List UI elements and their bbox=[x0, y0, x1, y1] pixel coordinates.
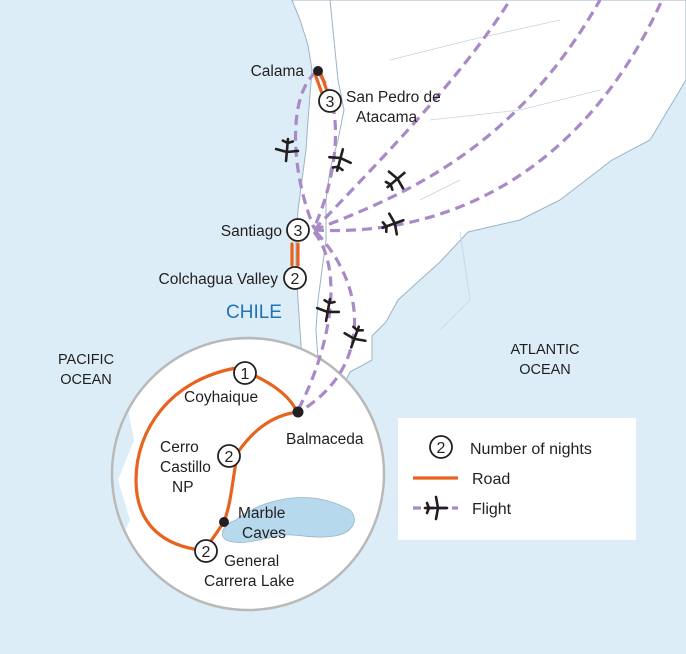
svg-text:2: 2 bbox=[225, 449, 234, 466]
nights-badge-general-carrera: 2 bbox=[194, 539, 218, 563]
svg-text:2: 2 bbox=[437, 440, 446, 457]
country-label-chile: CHILE bbox=[226, 302, 282, 323]
calama-dot bbox=[313, 66, 323, 76]
label-santiago: Santiago bbox=[221, 223, 282, 240]
inset-land bbox=[112, 340, 384, 610]
label-cerro-castillo-3: NP bbox=[172, 479, 194, 496]
nights-badge-colchagua: 2 bbox=[283, 266, 307, 290]
svg-text:1: 1 bbox=[241, 366, 250, 383]
general-carrera-lake bbox=[222, 497, 355, 543]
ocean-label-atlantic-1: ATLANTIC bbox=[510, 342, 579, 358]
label-san-pedro-2: Atacama bbox=[356, 109, 418, 126]
ocean-label-atlantic-2: OCEAN bbox=[519, 362, 571, 378]
label-marble-caves-2: Caves bbox=[242, 525, 286, 542]
flight-calama-santiago-west bbox=[293, 70, 318, 229]
label-san-pedro-1: San Pedro de bbox=[346, 89, 441, 106]
label-cerro-castillo-1: Cerro bbox=[160, 439, 199, 456]
road-santiago-colchagua bbox=[290, 242, 300, 267]
svg-text:2: 2 bbox=[202, 544, 211, 561]
nights-badge-coyhaique: 1 bbox=[233, 361, 257, 385]
inset-map bbox=[110, 336, 386, 612]
nights-badge-cerro-castillo: 2 bbox=[217, 444, 241, 468]
legend-nights-label: Number of nights bbox=[470, 441, 592, 458]
balmaceda-dot bbox=[292, 406, 304, 418]
legend-road-label: Road bbox=[472, 471, 510, 488]
ocean-label-pacific-2: OCEAN bbox=[60, 372, 112, 388]
label-general-carrera-1: General bbox=[224, 553, 279, 570]
legend: 2 Number of nights Road Flight bbox=[398, 418, 636, 540]
svg-text:3: 3 bbox=[294, 223, 303, 240]
label-general-carrera-2: Carrera Lake bbox=[204, 573, 294, 590]
label-marble-caves-1: Marble bbox=[238, 505, 285, 522]
label-colchagua: Colchagua Valley bbox=[159, 271, 279, 288]
nights-badge-santiago: 3 bbox=[286, 218, 310, 242]
flight-santiago-north-1 bbox=[312, 0, 512, 232]
label-balmaceda: Balmaceda bbox=[286, 431, 364, 448]
legend-nights-symbol: 2 bbox=[429, 435, 453, 459]
label-calama: Calama bbox=[251, 63, 305, 80]
svg-text:2: 2 bbox=[291, 271, 300, 288]
marble-caves-dot bbox=[219, 517, 229, 527]
nights-badge-san-pedro: 3 bbox=[318, 89, 342, 113]
label-cerro-castillo-2: Castillo bbox=[160, 459, 211, 476]
svg-text:3: 3 bbox=[326, 94, 335, 111]
flight-santiago-north-3 bbox=[313, 0, 664, 233]
legend-flight-label: Flight bbox=[472, 501, 512, 518]
flight-santiago-balmaceda-2 bbox=[298, 230, 357, 414]
ocean-label-pacific-1: PACIFIC bbox=[58, 352, 114, 368]
internal-borders bbox=[389, 19, 601, 331]
label-coyhaique: Coyhaique bbox=[184, 389, 258, 406]
